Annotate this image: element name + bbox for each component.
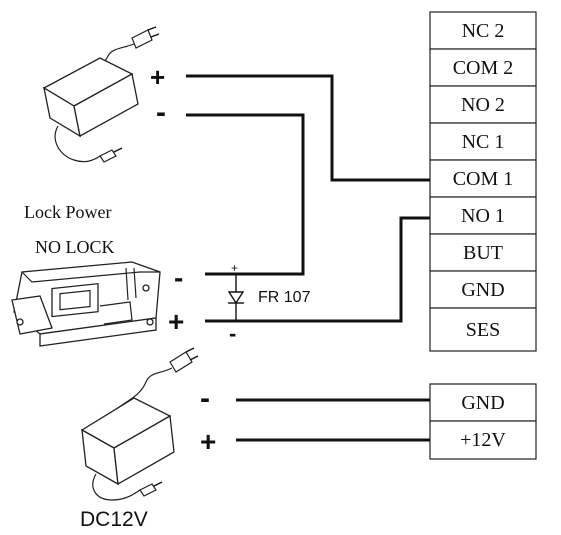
- terminal-label-com1: COM 1: [453, 168, 514, 190]
- diode-cathode-mark: -: [229, 321, 236, 346]
- terminal-block-top: NC 2 COM 2 NO 2 NC 1 COM 1 NO 1 BUT GND …: [429, 11, 537, 352]
- terminal-cell: [429, 48, 537, 87]
- diode-anode-mark: +: [231, 261, 238, 275]
- terminal-cell: [429, 11, 537, 50]
- terminal-cell: [429, 420, 537, 460]
- dc-supply-label: DC12V: [80, 508, 148, 531]
- lock-power-plus-mark: +: [150, 62, 165, 92]
- lock-plus-mark: +: [168, 306, 184, 337]
- terminal-cell: [429, 383, 537, 422]
- wire-lockpower-minus-to-lock: [186, 113, 305, 276]
- terminal-label-gnd: GND: [461, 279, 504, 301]
- terminal-cell: [429, 122, 537, 161]
- lock-minus-mark: -: [174, 262, 183, 293]
- wires: [186, 74, 430, 442]
- terminal-cell: [429, 270, 537, 309]
- lock-label: NO LOCK: [35, 237, 115, 257]
- lock-power-minus-mark: -: [156, 96, 166, 129]
- wire-lockpower-plus-to-com1: [186, 74, 430, 182]
- no-lock: NO LOCK - +: [11, 237, 184, 347]
- terminal-block-bottom: GND +12V: [429, 383, 537, 460]
- diode-symbol: [227, 291, 245, 305]
- terminal-label-gnd-power: GND: [461, 392, 504, 414]
- terminal-label-no1: NO 1: [461, 205, 505, 227]
- terminal-label-com2: COM 2: [453, 57, 514, 79]
- diode: + - FR 107: [227, 261, 311, 346]
- dc-plus-mark: +: [200, 426, 216, 457]
- wire-lock-plus-to-no1: [205, 216, 430, 323]
- dc12v-adapter: - + DC12V: [80, 347, 216, 531]
- terminal-label-nc2: NC 2: [462, 20, 505, 42]
- terminal-label-but: BUT: [463, 242, 503, 264]
- terminal-label-nc1: NC 1: [462, 131, 505, 153]
- terminal-label-no2: NO 2: [461, 94, 505, 116]
- dc-minus-mark: -: [200, 382, 210, 415]
- terminal-cell: [429, 307, 537, 352]
- lock-power-adapter: + - Lock Power: [24, 26, 166, 222]
- terminal-cell: [429, 196, 537, 235]
- terminal-label-12v: +12V: [460, 429, 506, 451]
- terminal-label-ses: SES: [466, 319, 500, 341]
- diode-label: FR 107: [258, 289, 311, 306]
- lock-power-label: Lock Power: [24, 202, 111, 222]
